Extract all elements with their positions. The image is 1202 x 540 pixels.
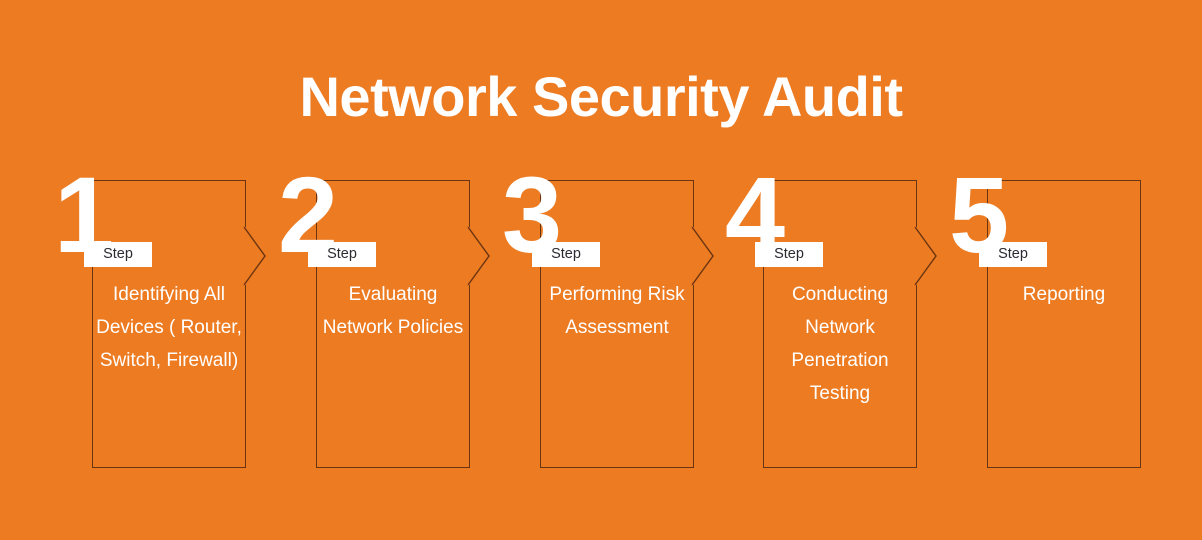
step-description: Reporting — [1022, 284, 1106, 305]
arrow-right-icon — [914, 226, 937, 286]
step-description: Evaluating Network Policies — [322, 284, 464, 338]
chevron-border-mask — [243, 227, 247, 285]
step-badge: Step — [755, 242, 823, 267]
step-description: Performing Risk Assessment — [549, 284, 685, 338]
step-badge: Step — [979, 242, 1047, 267]
step-card-frame — [763, 180, 917, 468]
arrow-right-icon — [467, 226, 490, 286]
step-card-frame — [316, 180, 470, 468]
chevron-border-mask — [467, 227, 471, 285]
chevron-border-mask — [691, 227, 695, 285]
step-card-frame — [540, 180, 694, 468]
chevron-border-mask — [914, 227, 918, 285]
step-card-frame — [92, 180, 246, 468]
step-description: Identifying All Devices ( Router, Switch… — [96, 284, 242, 371]
step-badge: Step — [84, 242, 152, 267]
page-title: Network Security Audit — [299, 65, 903, 128]
step-description: Conducting Network Penetration Testing — [791, 284, 889, 404]
step-badge: Step — [308, 242, 376, 267]
step-card-frame — [987, 180, 1141, 468]
arrow-right-icon — [691, 226, 714, 286]
arrow-right-icon — [243, 226, 266, 286]
step-badge: Step — [532, 242, 600, 267]
